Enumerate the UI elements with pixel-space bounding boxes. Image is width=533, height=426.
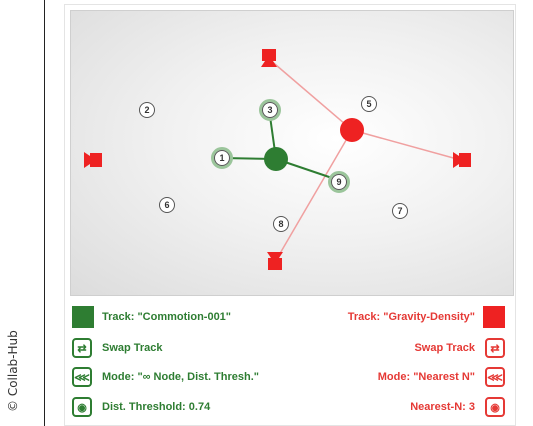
node-3[interactable]: 3 [259, 99, 281, 121]
right-track-row: Track: "Gravity-Density" [348, 304, 505, 330]
mode-icon[interactable]: ⋘ [485, 367, 505, 387]
right-param-label[interactable]: Nearest-N: 3 [410, 401, 475, 413]
node-5[interactable]: 5 [361, 96, 377, 112]
node-7[interactable]: 7 [392, 203, 408, 219]
right-mode-label[interactable]: Mode: "Nearest N" [377, 371, 475, 383]
speaker-icon [453, 152, 471, 168]
right-track-label: Track: "Gravity-Density" [347, 311, 475, 323]
green-source [264, 147, 288, 171]
red-source [340, 118, 364, 142]
left-mode-label[interactable]: Mode: "∞ Node, Dist. Thresh." [102, 371, 260, 383]
left-mode-row[interactable]: ⋘ Mode: "∞ Node, Dist. Thresh." [72, 364, 259, 390]
left-track-row: Track: "Commotion-001" [72, 304, 231, 330]
node-8[interactable]: 8 [273, 216, 289, 232]
right-swap-row[interactable]: Swap Track ⇄ [414, 335, 505, 361]
swap-icon[interactable]: ⇄ [485, 338, 505, 358]
frame-border [44, 0, 45, 426]
node-9[interactable]: 9 [328, 171, 350, 193]
speaker-icon [267, 252, 283, 270]
spatial-stage[interactable]: 1 2 3 5 6 7 8 9 [70, 10, 514, 296]
mode-icon[interactable]: ⋘ [72, 367, 92, 387]
node-2[interactable]: 2 [139, 102, 155, 118]
red-track-swatch [483, 306, 505, 328]
target-icon[interactable]: ◉ [72, 397, 92, 417]
left-swap-label[interactable]: Swap Track [102, 342, 163, 354]
red-link-speaker-bottom [274, 129, 353, 263]
right-param-row[interactable]: Nearest-N: 3 ◉ [410, 394, 505, 420]
left-param-label[interactable]: Dist. Threshold: 0.74 [102, 401, 211, 413]
green-track-swatch [72, 306, 94, 328]
node-1[interactable]: 1 [211, 147, 233, 169]
speaker-icon [84, 152, 102, 168]
speaker-icon [261, 49, 277, 67]
left-track-label: Track: "Commotion-001" [102, 311, 232, 323]
left-swap-row[interactable]: ⇄ Swap Track [72, 335, 163, 361]
right-swap-label[interactable]: Swap Track [414, 342, 475, 354]
right-mode-row[interactable]: Mode: "Nearest N" ⋘ [378, 364, 505, 390]
credit-text: © Collab-Hub [6, 330, 20, 412]
swap-icon[interactable]: ⇄ [72, 338, 92, 358]
left-param-row[interactable]: ◉ Dist. Threshold: 0.74 [72, 394, 210, 420]
target-icon[interactable]: ◉ [485, 397, 505, 417]
node-6[interactable]: 6 [159, 197, 175, 213]
stage-connections [84, 49, 471, 270]
red-link-speaker-right [351, 129, 458, 160]
red-link-speaker-top [268, 58, 353, 131]
